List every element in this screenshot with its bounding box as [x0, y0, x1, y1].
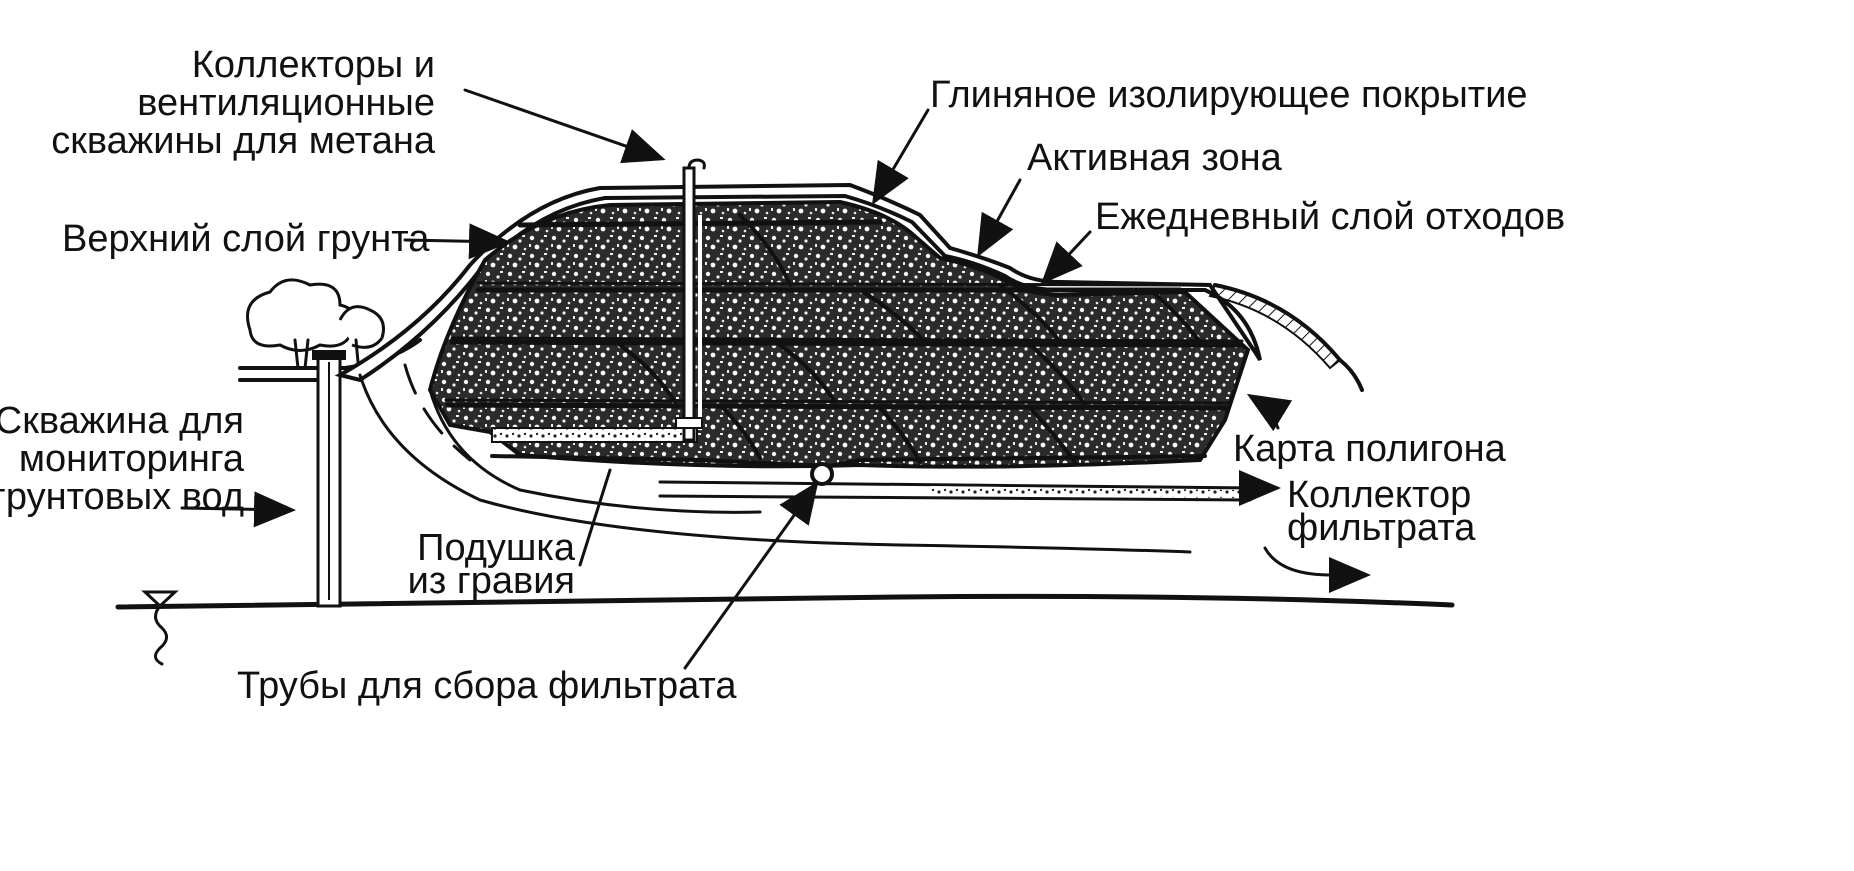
label-monitoring-well-line3: грунтовых вод: [0, 476, 244, 518]
label-active-zone: Активная зона: [1027, 137, 1283, 179]
liner-lines: [358, 363, 1371, 593]
methane-vent: [675, 158, 706, 442]
label-landfill-cell: Карта полигона: [1233, 428, 1507, 470]
label-leachate-collector-line2: фильтрата: [1287, 507, 1476, 549]
label-topsoil: Верхний слой грунта: [62, 218, 430, 260]
label-methane-collectors-line3: скважины для метана: [51, 120, 436, 162]
label-gravel-cushion-line1: Подушка: [417, 527, 576, 569]
label-monitoring-well-line1: Скважина для: [0, 400, 244, 442]
waste-cells: [427, 199, 1251, 469]
monitoring-well: [312, 350, 346, 608]
label-gravel-cushion-line2: из гравия: [408, 560, 575, 602]
label-leachate-collector-line1: Коллектор: [1287, 474, 1471, 516]
leader-lines: [180, 88, 1293, 670]
label-methane-collectors-line2: вентиляционные: [137, 82, 435, 124]
tree-icon: [246, 278, 385, 370]
labels: Коллекторы и вентиляционные скважины для…: [0, 44, 1565, 707]
water-table-icon: [141, 590, 179, 666]
label-methane-collectors-line1: Коллекторы и: [192, 44, 435, 86]
label-clay-cover: Глиняное изолирующее покрытие: [930, 74, 1528, 116]
label-monitoring-well-line2: мониторинга: [19, 438, 245, 480]
ground-surface: [115, 283, 1455, 610]
label-daily-layer: Ежедневный слой отходов: [1095, 196, 1565, 238]
leachate-pipe: [810, 462, 834, 486]
label-leachate-pipes: Трубы для сбора фильтрата: [237, 665, 737, 707]
gravel-layer: [490, 427, 1257, 502]
